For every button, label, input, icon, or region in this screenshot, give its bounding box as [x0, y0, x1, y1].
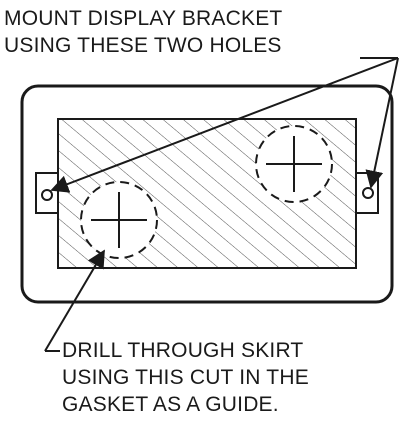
- mount-leader-lines: [50, 57, 399, 193]
- left-mounting-hole: [41, 189, 53, 201]
- mount-note-line-1: MOUNT DISPLAY BRACKET: [4, 7, 283, 30]
- drill-note-line-1: DRILL THROUGH SKIRT: [62, 339, 304, 362]
- display-housing-outline: [20, 84, 394, 304]
- drill-note-line-3: GASKET AS A GUIDE.: [62, 393, 279, 416]
- mount-note-line-2: USING THESE TWO HOLES: [4, 34, 282, 57]
- drill-cut-lower-left: [80, 181, 158, 259]
- drill-leader-line: [44, 249, 105, 352]
- drill-cut-upper-right: [255, 125, 333, 203]
- drill-skirt-note: DRILL THROUGH SKIRT USING THIS CUT IN TH…: [62, 337, 309, 418]
- drill-note-line-2: USING THIS CUT IN THE: [62, 366, 309, 389]
- right-mounting-hole: [362, 187, 374, 199]
- mount-bracket-note: MOUNT DISPLAY BRACKET USING THESE TWO HO…: [4, 5, 282, 59]
